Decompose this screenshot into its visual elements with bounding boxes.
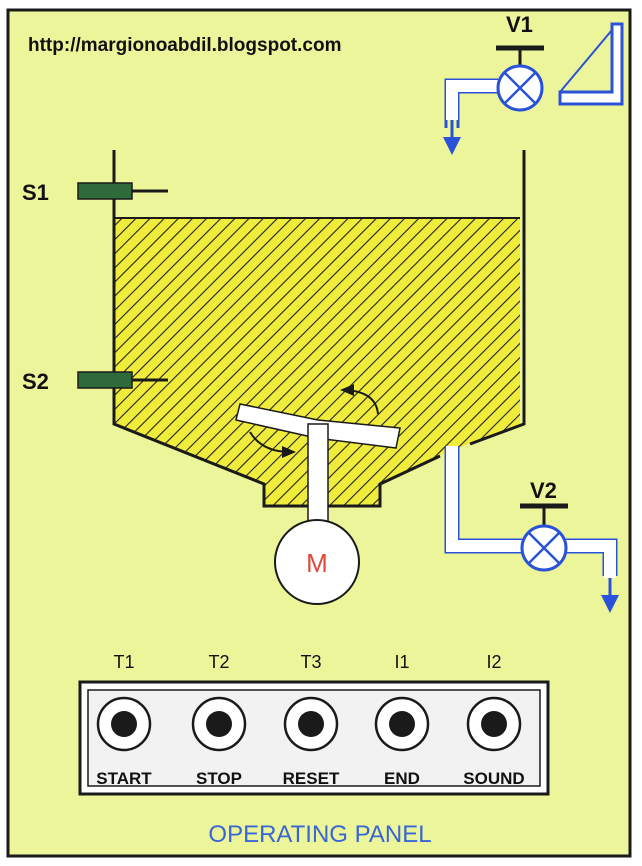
valve-v1: V1 [496, 12, 544, 112]
panel-title: OPERATING PANEL [208, 821, 431, 848]
tank-liquid [114, 218, 520, 506]
stop-button[interactable]: STOP [191, 696, 247, 788]
button-code-i1: I1 [394, 652, 409, 672]
valve-v2: V2 [520, 478, 568, 572]
end-button-label: END [384, 769, 420, 788]
valve-v1-label: V1 [506, 12, 533, 37]
outlet-pipe [444, 446, 619, 613]
valve-v2-label: V2 [530, 478, 557, 503]
sound-button-label: SOUND [463, 769, 524, 788]
end-button[interactable]: END [374, 696, 430, 788]
start-button[interactable]: START [96, 696, 152, 788]
button-code-t2: T2 [208, 652, 229, 672]
sensor-s1: S1 [22, 180, 168, 205]
sound-button[interactable]: SOUND [463, 696, 525, 788]
button-code-i2: I2 [486, 652, 501, 672]
reset-button-label: RESET [283, 769, 340, 788]
reset-button[interactable]: RESET [283, 696, 340, 788]
url-text: http://margionoabdil.blogspot.com [28, 35, 341, 56]
button-code-t3: T3 [300, 652, 321, 672]
sensor-s1-label: S1 [22, 180, 49, 205]
motor: M [274, 519, 360, 605]
stop-button-label: STOP [196, 769, 242, 788]
motor-label: M [306, 548, 328, 578]
agitator [235, 384, 401, 539]
sensor-s2: S2 [22, 369, 168, 394]
start-button-label: START [96, 769, 152, 788]
button-codes: T1 T2 T3 I1 I2 [113, 652, 501, 672]
button-code-t1: T1 [113, 652, 134, 672]
sensor-s2-label: S2 [22, 369, 49, 394]
inlet-pipe [443, 22, 624, 155]
tank-walls [112, 150, 526, 508]
